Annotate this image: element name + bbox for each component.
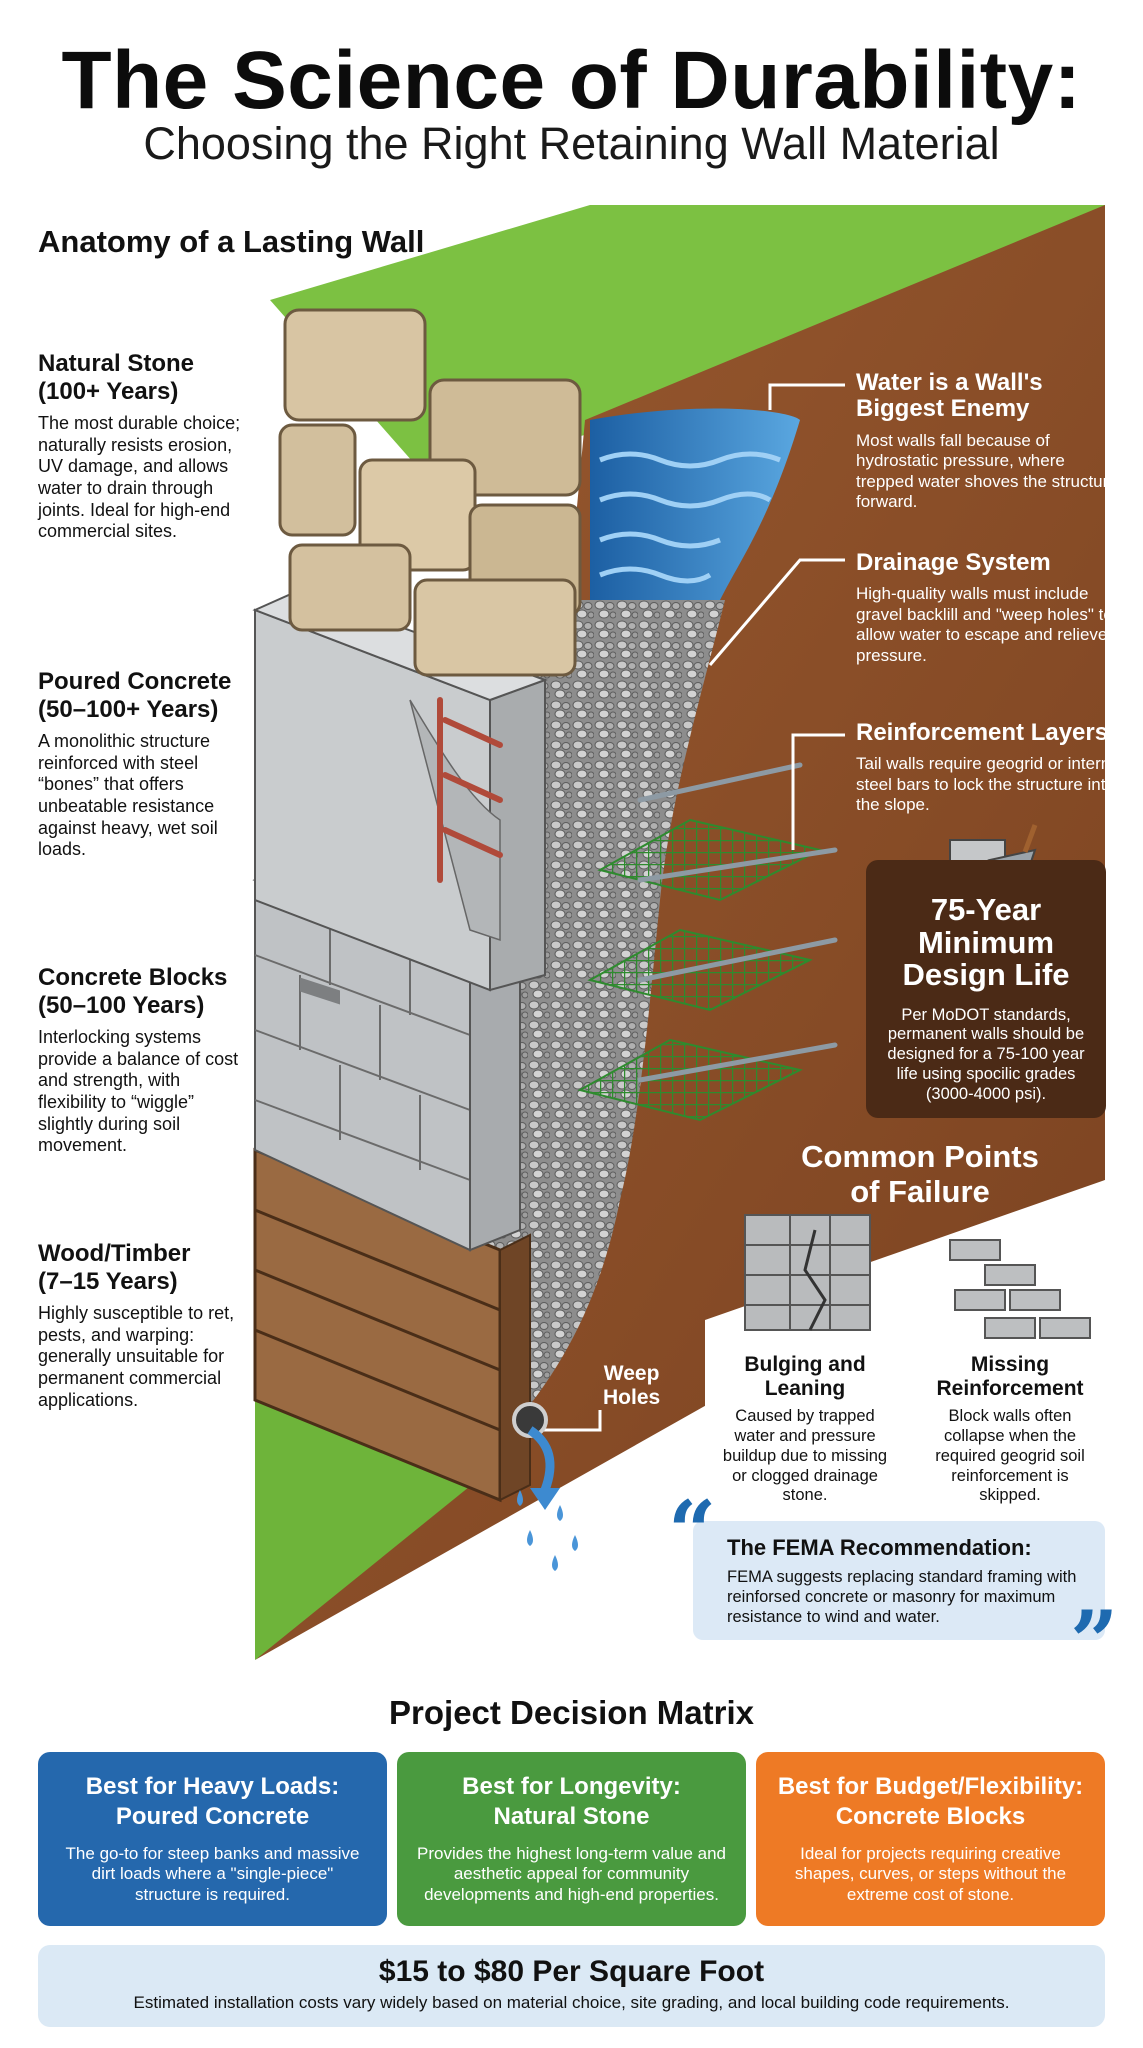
natural-stone-layer	[278, 308, 582, 677]
callout-water-enemy: Water is a Wall's Biggest Enemy Most wal…	[856, 369, 1126, 512]
failure-bulging: Bulging and Leaning Caused by trapped wa…	[715, 1353, 895, 1507]
callout-reinforcement-layers: Reinforcement Layers Tail walls require …	[856, 719, 1126, 816]
callout-title: Reinforcement Layers	[856, 719, 1109, 746]
failure-name: Bulging and Leaning	[744, 1353, 866, 1401]
callout-title: Water is a Wall's Biggest Enemy	[856, 369, 1043, 423]
open-quote-icon: “	[668, 1482, 717, 1581]
card-description: The go-to for steep banks and massive di…	[65, 1844, 360, 1904]
callout-description: Tail walls require geogrid or internal s…	[856, 754, 1124, 815]
close-quote-icon: ”	[1070, 1592, 1119, 1691]
fema-description: FEMA suggests replacing standard framing…	[727, 1568, 1077, 1627]
decision-matrix-heading: Project Decision Matrix	[389, 1694, 754, 1731]
material-concrete-blocks: Concrete Blocks (50–100 Years) Interlock…	[38, 964, 248, 1157]
matrix-card-heavy-loads: Best for Heavy Loads: Poured Concrete Th…	[38, 1752, 387, 1926]
material-description: Highly susceptible to ret, pests, and wa…	[38, 1303, 235, 1410]
cost-description: Estimated installation costs vary widely…	[133, 1993, 1010, 2012]
material-natural-stone: Natural Stone (100+ Years) The most dura…	[38, 350, 248, 543]
rebar	[437, 697, 503, 883]
water-drops	[517, 1490, 578, 1571]
failure-description: Caused by trapped water and pressure bui…	[722, 1407, 888, 1505]
anatomy-heading: Anatomy of a Lasting Wall	[38, 224, 425, 259]
material-poured-concrete: Poured Concrete (50–100+ Years) A monoli…	[38, 668, 248, 861]
matrix-card-longevity: Best for Longevity: Natural Stone Provid…	[397, 1752, 746, 1926]
cost-title: $15 to $80 Per Square Foot	[378, 1955, 765, 1988]
bulging-wall-icon	[744, 1214, 871, 1331]
card-title: Best for Heavy Loads: Poured Concrete	[85, 1773, 340, 1830]
material-wood-timber: Wood/Timber (7–15 Years) Highly suscepti…	[38, 1240, 248, 1411]
fema-title: The FEMA Recommendation:	[727, 1535, 1032, 1560]
steel-bars	[637, 762, 838, 1083]
fema-quote-box: The FEMA Recommendation: FEMA suggests r…	[693, 1521, 1105, 1640]
material-title: Wood/Timber (7–15 Years)	[38, 1240, 191, 1295]
material-title: Natural Stone (100+ Years)	[38, 350, 195, 405]
weep-holes-label: Weep Holes	[603, 1362, 661, 1410]
material-description: A monolithic structure reinforced with s…	[38, 731, 218, 860]
page-title: The Science of Durability:	[61, 35, 1082, 126]
material-title: Concrete Blocks (50–100 Years)	[38, 964, 228, 1019]
card-title: Best for Longevity: Natural Stone	[462, 1773, 681, 1830]
page-subtitle: Choosing the Right Retaining Wall Materi…	[143, 118, 1000, 169]
failure-name: Missing Reinforcement	[936, 1353, 1084, 1401]
material-title: Poured Concrete (50–100+ Years)	[38, 668, 232, 723]
card-description: Ideal for projects requiring creative sh…	[794, 1844, 1067, 1904]
callout-description: High-quality walls must include gravel b…	[856, 584, 1113, 665]
missing-reinforcement-icon	[949, 1239, 1091, 1339]
callout-leaders	[540, 383, 845, 1432]
callout-description: Most walls fall because of hydrostatic p…	[856, 430, 1118, 511]
failure-description: Block walls often collapse when the requ…	[935, 1407, 1085, 1505]
design-life-box: 75-Year Minimum Design Life Per MoDOT st…	[866, 860, 1106, 1118]
design-life-description: Per MoDOT standards, permanent walls sho…	[887, 1005, 1085, 1103]
card-title: Best for Budget/Flexibility: Concrete Bl…	[777, 1773, 1084, 1830]
callout-title: Drainage System	[856, 549, 1051, 576]
callout-drainage-system: Drainage System High-quality walls must …	[856, 549, 1126, 666]
matrix-card-budget: Best for Budget/Flexibility: Concrete Bl…	[756, 1752, 1105, 1926]
material-description: The most durable choice; naturally resis…	[38, 413, 241, 542]
failure-missing-reinforcement: Missing Reinforcement Block walls often …	[920, 1353, 1100, 1507]
weep-hole	[512, 1402, 548, 1438]
card-description: Provides the highest long-term value and…	[417, 1844, 727, 1904]
cost-banner: $15 to $80 Per Square Foot Estimated ins…	[38, 1945, 1105, 2027]
design-life-title: 75-Year Minimum Design Life	[902, 892, 1070, 993]
material-description: Interlocking systems provide a balance o…	[38, 1027, 239, 1156]
failure-heading: Common Points of Failure	[801, 1139, 1039, 1209]
